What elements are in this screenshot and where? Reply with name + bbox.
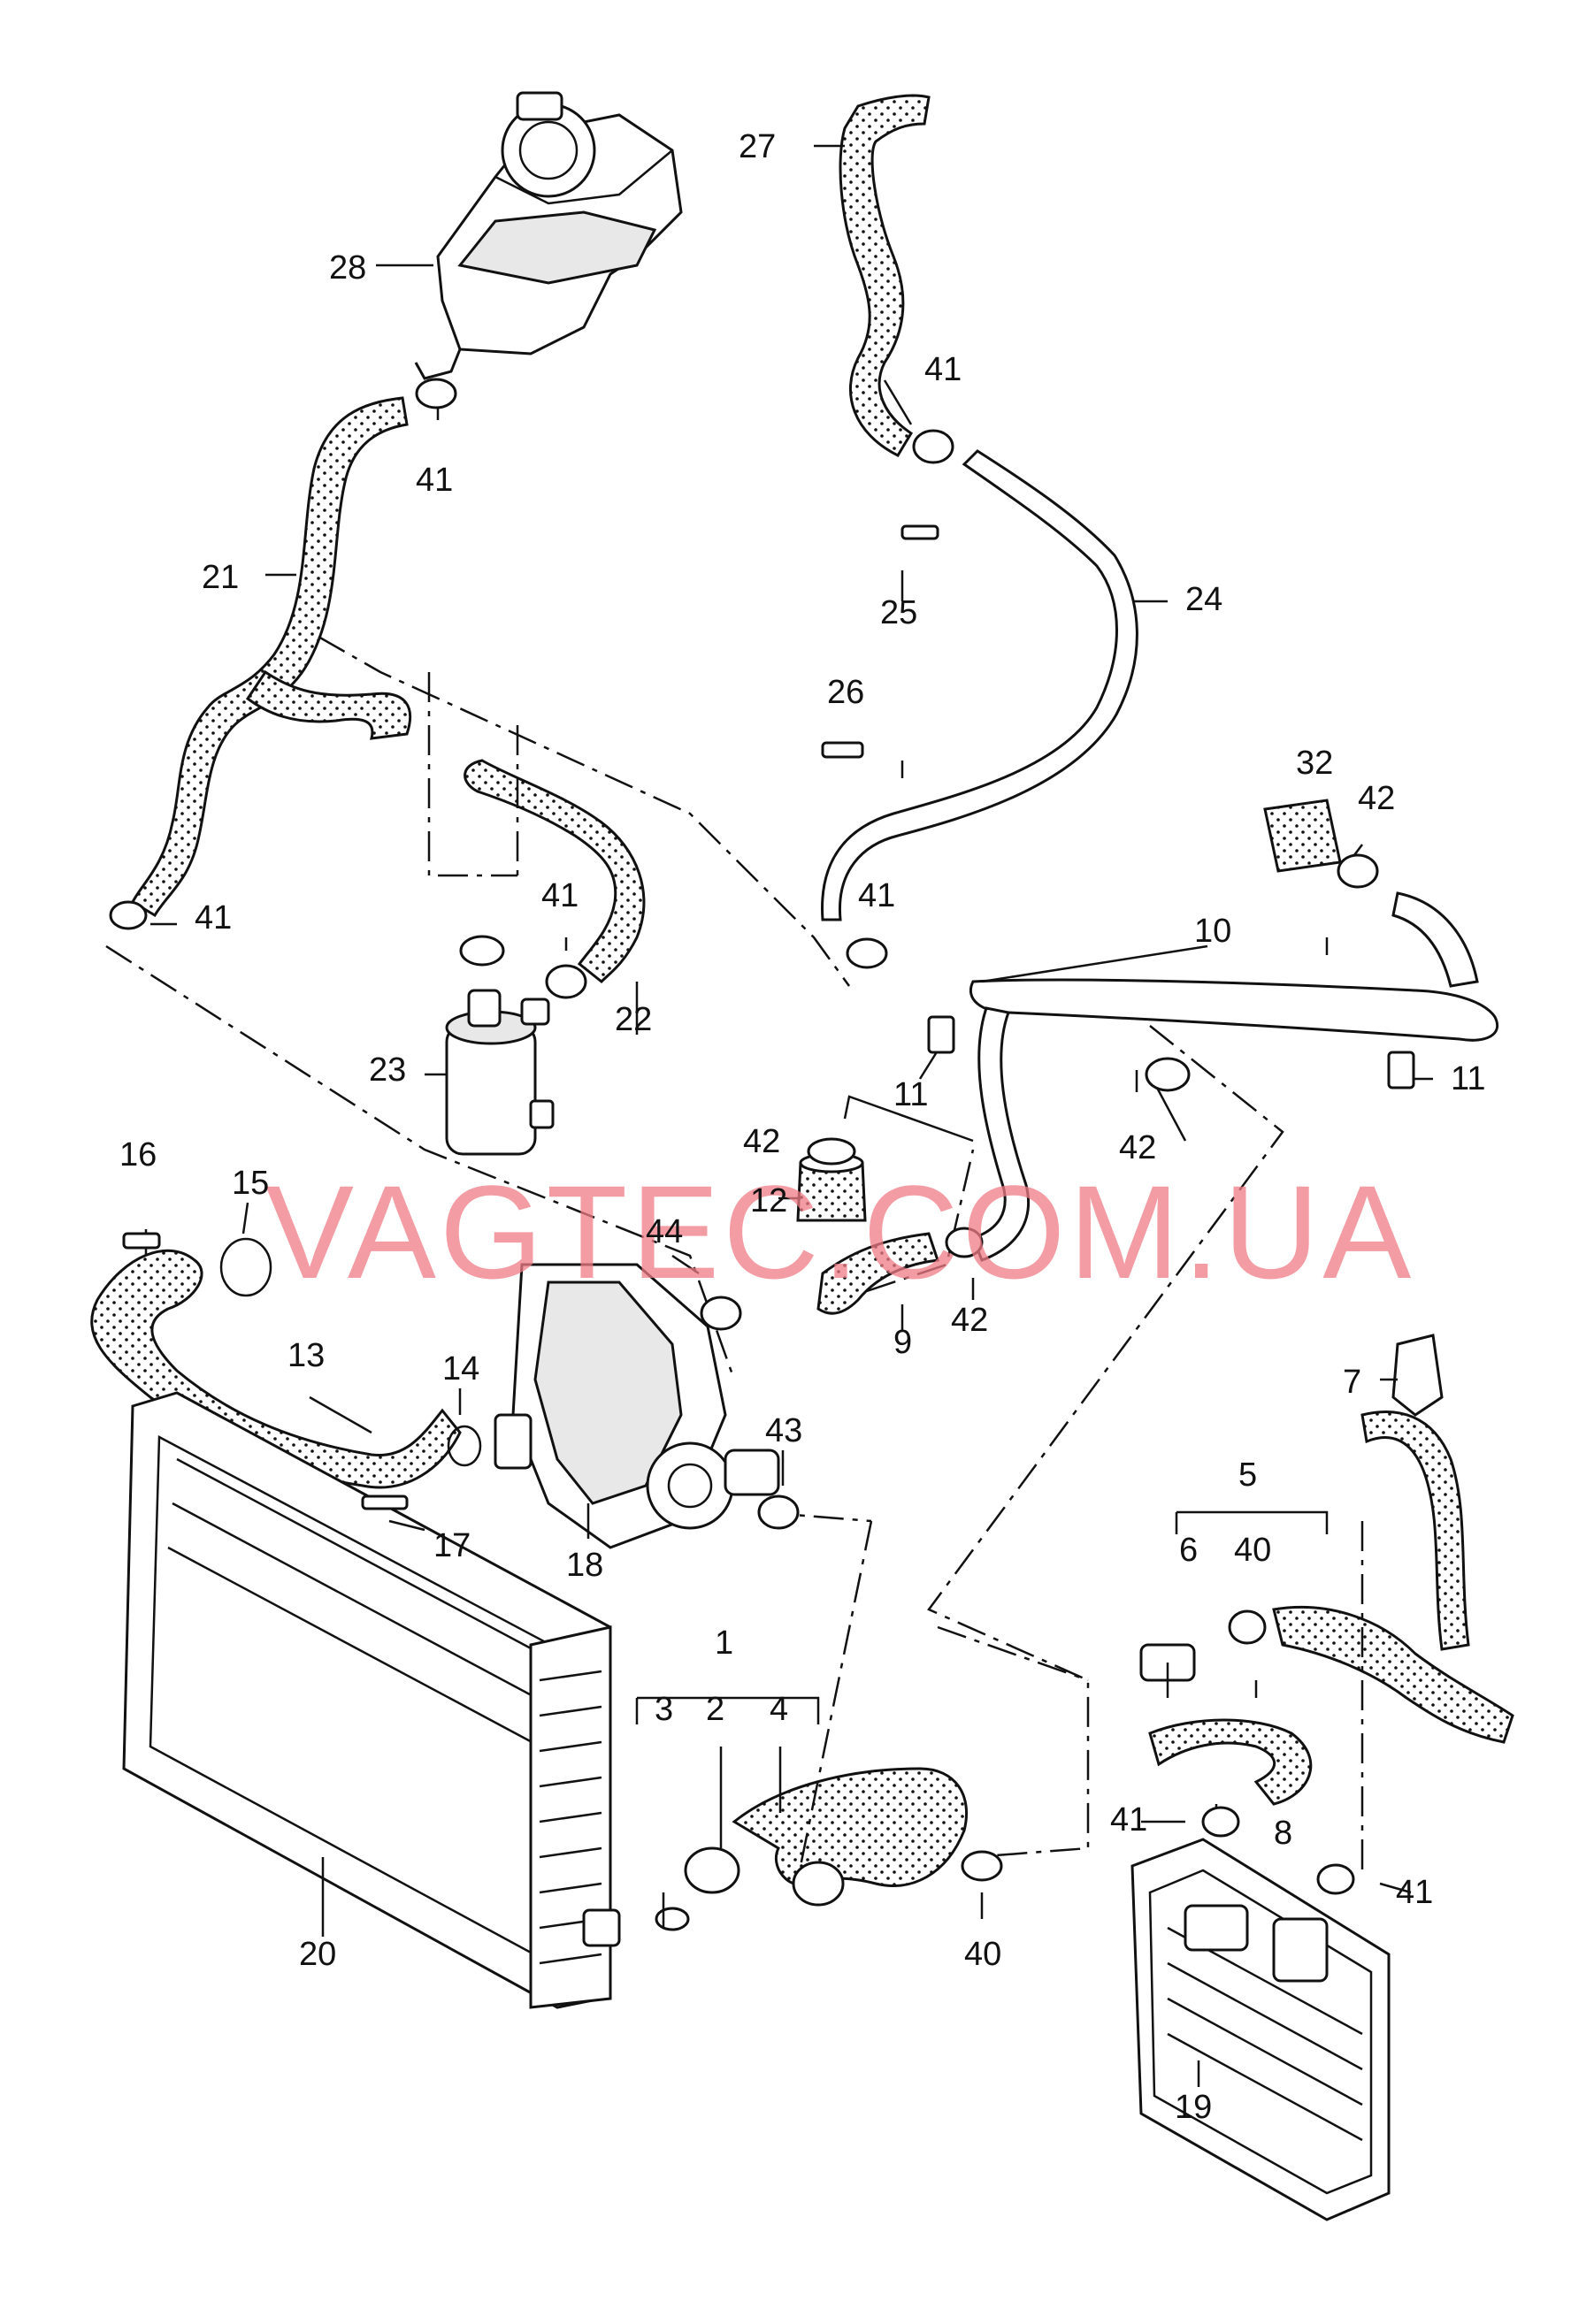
label-32: 32 <box>1296 745 1333 782</box>
screws <box>122 524 1415 1510</box>
part-21-hose <box>131 396 412 918</box>
label-13: 13 <box>287 1337 325 1374</box>
label-22: 22 <box>615 1001 652 1038</box>
label-15: 15 <box>232 1165 269 1202</box>
label-16: 16 <box>119 1136 157 1173</box>
label-14: 14 <box>442 1350 479 1388</box>
label-19: 19 <box>1175 2089 1212 2126</box>
label-40-bottom: 40 <box>964 1936 1001 1973</box>
label-42-sleeve: 42 <box>1358 780 1395 817</box>
label-2: 2 <box>706 1691 724 1728</box>
label-1: 1 <box>715 1625 733 1662</box>
label-7: 7 <box>1343 1364 1361 1401</box>
part-18-thermostat-housing <box>494 1263 780 1549</box>
part-23-water-pump <box>445 989 555 1156</box>
label-41-tank: 41 <box>416 462 453 499</box>
label-4: 4 <box>770 1691 788 1728</box>
label-28: 28 <box>329 249 366 287</box>
label-11-right: 11 <box>1451 1060 1485 1097</box>
part-10-pipe <box>969 891 1498 1262</box>
leader-lines <box>144 144 1433 2087</box>
label-11-left: 11 <box>893 1076 928 1113</box>
label-41-top: 41 <box>924 351 962 388</box>
label-42-right: 42 <box>1119 1129 1156 1166</box>
label-41-mid: 41 <box>541 877 579 914</box>
part-22-hose <box>464 759 646 984</box>
label-25: 25 <box>880 594 917 631</box>
callout-labels: 27 28 41 41 21 24 25 26 32 42 41 41 41 1… <box>119 128 1485 2126</box>
label-23: 23 <box>369 1051 406 1089</box>
label-18: 18 <box>566 1547 603 1584</box>
label-41-pipe: 41 <box>858 877 895 914</box>
label-8: 8 <box>1274 1815 1292 1852</box>
label-24: 24 <box>1185 581 1222 618</box>
label-26: 26 <box>827 674 864 711</box>
part-27-hose <box>839 94 931 457</box>
label-41-left: 41 <box>195 899 232 936</box>
label-21: 21 <box>202 559 239 596</box>
watermark: VAGTEC.COM.UA <box>265 1158 1414 1306</box>
label-41-cooler: 41 <box>1110 1801 1147 1839</box>
part-28-expansion-tank <box>414 91 683 380</box>
part-9-hose <box>816 1232 940 1315</box>
part-32-sleeve <box>1263 799 1342 873</box>
part-8-hose <box>1148 1718 1313 1806</box>
part-20-radiator <box>122 1391 621 2009</box>
label-42-hose: 42 <box>951 1302 988 1339</box>
label-9: 9 <box>893 1324 912 1361</box>
clamps <box>109 378 1379 1895</box>
o-rings <box>219 1237 690 1931</box>
label-12: 12 <box>750 1182 787 1219</box>
label-17: 17 <box>433 1527 471 1564</box>
label-44: 44 <box>646 1213 683 1250</box>
label-10: 10 <box>1194 913 1231 950</box>
part-24-pipe <box>821 449 1138 921</box>
label-40-top: 40 <box>1234 1532 1271 1569</box>
label-20: 20 <box>299 1936 336 1973</box>
label-42-left: 42 <box>743 1123 780 1160</box>
label-6: 6 <box>1179 1532 1198 1569</box>
label-41-right: 41 <box>1396 1874 1433 1911</box>
label-27: 27 <box>739 128 776 165</box>
part-7-bracket <box>1391 1334 1444 1417</box>
label-3: 3 <box>655 1691 673 1728</box>
part-5-hose-assembly <box>1139 1410 1514 1744</box>
label-5: 5 <box>1238 1456 1257 1494</box>
part-1-hose-assembly <box>655 1767 969 1931</box>
label-43: 43 <box>765 1412 802 1449</box>
part-19-cooler <box>1130 1838 1391 2221</box>
